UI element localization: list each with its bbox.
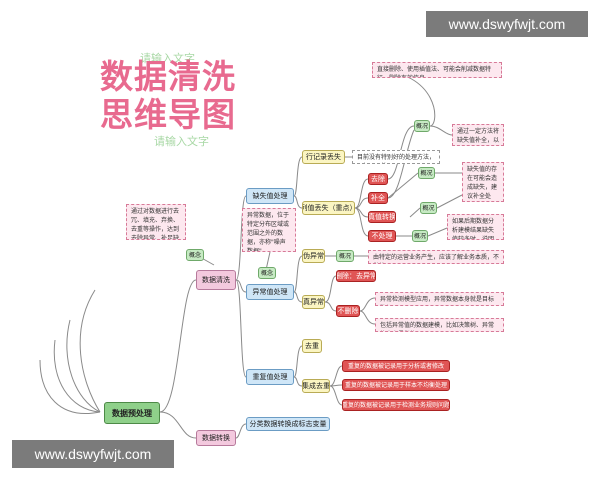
title-line2: 思维导图: [100, 95, 236, 134]
option-delete[interactable]: 删除：去异常: [336, 270, 376, 282]
note-fill: 缺失值的存在可能会造成缺失，建议补全处理，需要具体数据特点: [462, 162, 504, 202]
label-concept-2: 概念: [258, 267, 276, 279]
hint-top: 请输入文字: [140, 52, 195, 65]
note-outlier-concept: 异常数据，位于特定分布区域或范围之外的数据，亦称"噪声数据": [242, 208, 296, 252]
label-overview-1: 概况: [414, 120, 430, 132]
note-top-right: 直接删除、使用插值法、可能会削减数据特征、删除有效信息: [372, 62, 502, 78]
option-no-handle[interactable]: 不处理: [368, 230, 396, 242]
note-mid-right: 通过一定方法将缺失值补全，以提高数据的缺失值处理方案: [452, 124, 504, 146]
note-dup-2: 重复的数据被记录用于样本不均衡处理: [342, 379, 450, 391]
note-true-outlier-2: 包括异常值的数据建模，比如决策树、异常值本身是指的: [375, 318, 504, 332]
node-record-loss[interactable]: 行记录丢失: [302, 150, 345, 164]
node-column-loss[interactable]: 列值丢失（重点）: [302, 201, 355, 215]
note-cleaning: 通过对数据进行去冗、填充、弃换、去重等操作，达到去除异常、补足缺失、纠正错误的目…: [126, 204, 186, 240]
node-true-outlier[interactable]: 真异常: [302, 295, 325, 309]
page-title: 数据清洗 思维导图: [100, 58, 236, 134]
note-no-handle: 如果后期数据分析建模结果缺失值较多时，说明有缺失值的字段应该删除: [447, 214, 504, 240]
option-remove[interactable]: 去除: [368, 173, 388, 185]
option-fill[interactable]: 补全: [368, 192, 388, 204]
label-overview-4: 概况: [412, 230, 428, 242]
note-pseudo: 由特定的运营业务产生，应该了解业务本质，不做处理: [368, 250, 504, 264]
node-transform[interactable]: 数据转换: [196, 430, 236, 446]
label-overview-3: 概况: [420, 202, 437, 214]
option-keep[interactable]: 不删除: [336, 305, 360, 317]
label-overview-2: 概况: [418, 167, 435, 179]
root-node[interactable]: 数据预处理: [104, 402, 160, 424]
note-record-loss: 目前没有特别好的处理方法，一般不予处理: [352, 150, 440, 164]
node-dedupe[interactable]: 去重: [302, 339, 322, 353]
node-cluster[interactable]: 集成去重: [302, 379, 330, 393]
node-outlier[interactable]: 异常值处理: [246, 284, 294, 300]
hint-bottom: 请输入文字: [154, 135, 209, 148]
label-concept-1: 概念: [186, 249, 204, 261]
note-dup-3: 重复的数据被记录用于检测业务规则问题: [342, 399, 450, 411]
note-dup-1: 重复的数据被记录用于分析或者修改: [342, 360, 450, 372]
node-transform-note[interactable]: 分类数据转换成标志变量: [246, 417, 330, 431]
note-true-outlier-1: 异常检测模型应用，异常数据本身就是目标数据: [375, 292, 504, 306]
node-pseudo[interactable]: 伪异常: [302, 249, 325, 263]
title-line1: 数据清洗: [100, 57, 236, 96]
node-cleaning[interactable]: 数据清洗: [196, 270, 236, 290]
watermark-top: www.dswyfwjt.com: [426, 11, 588, 37]
node-duplicate[interactable]: 重复值处理: [246, 369, 294, 385]
node-missing[interactable]: 缺失值处理: [246, 188, 294, 204]
option-convert[interactable]: 真值转换: [368, 211, 396, 223]
watermark-bottom: www.dswyfwjt.com: [12, 440, 174, 468]
label-overview-5: 概况: [336, 250, 354, 262]
